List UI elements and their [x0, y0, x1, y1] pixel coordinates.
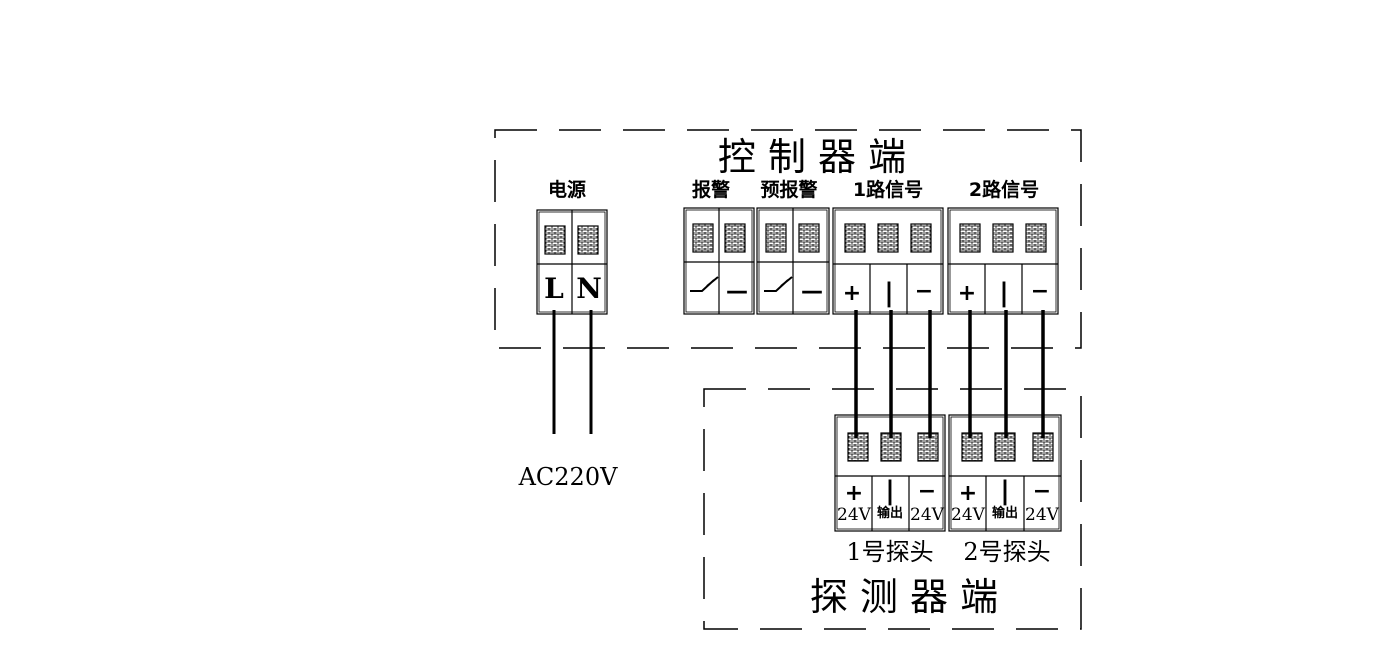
probe-2-sublabel-output: 输出 — [992, 505, 1018, 521]
alarm-label: 报警 — [692, 178, 730, 201]
signal-2-label: 2路信号 — [969, 178, 1039, 201]
screw-icon — [910, 223, 932, 253]
pre-alarm-terminal-block — [756, 207, 830, 315]
power-terminal-n: N — [576, 272, 602, 305]
pre-alarm-terminal-dash: — — [801, 279, 823, 304]
signal-2-terminal-block — [947, 207, 1059, 315]
probe-2-sublabel-24v-minus: 24V — [1025, 505, 1060, 525]
screw-icon — [692, 223, 714, 253]
power-terminal-l: L — [544, 272, 564, 305]
signal-1-terminal-block — [832, 207, 944, 315]
controller-title: 控 制 器 端 — [718, 135, 906, 179]
signal-1-terminal-plus: + — [843, 281, 861, 306]
probe-1-sublabel-output: 输出 — [877, 505, 903, 521]
signal-1-terminal-signal: | — [884, 278, 894, 308]
screw-icon — [765, 223, 787, 253]
signal-1-terminal-minus: − — [915, 279, 933, 304]
power-input-label: AC220V — [518, 463, 619, 491]
probe-2-terminal-plus: + — [959, 481, 977, 506]
signal-2-terminal-plus: + — [958, 281, 976, 306]
screw-icon — [917, 432, 939, 462]
screw-icon — [1025, 223, 1047, 253]
screw-icon — [844, 223, 866, 253]
screw-icon — [877, 223, 899, 253]
probe-2-terminal-signal: | — [1000, 476, 1010, 506]
screw-icon — [961, 432, 983, 462]
controller-boundary — [494, 129, 1082, 349]
probe-1-terminal-plus: + — [845, 481, 863, 506]
alarm-terminal-block — [683, 207, 755, 315]
switch-contact-icon — [690, 276, 719, 292]
pre-alarm-label: 预报警 — [760, 178, 817, 201]
power-label: 电源 — [548, 178, 586, 201]
probe-2-terminal-minus: − — [1033, 479, 1051, 504]
screw-icon — [724, 223, 746, 253]
signal-wires — [854, 310, 1045, 438]
probe-2-sublabel-24v-plus: 24V — [951, 505, 986, 525]
probe-1-sublabel-24v-plus: 24V — [837, 505, 872, 525]
probe-1-label: 1号探头 — [846, 538, 933, 566]
probe-1-sublabel-24v-minus: 24V — [910, 505, 945, 525]
probe-1-terminal-minus: − — [918, 479, 936, 504]
detector-boundary — [703, 388, 1082, 630]
probe-2-label: 2号探头 — [963, 538, 1050, 566]
signal-2-terminal-minus: − — [1031, 279, 1049, 304]
screw-icon — [992, 223, 1014, 253]
screw-icon — [847, 432, 869, 462]
screw-icon — [959, 223, 981, 253]
screw-icon — [798, 223, 820, 253]
signal-1-label: 1路信号 — [853, 178, 923, 201]
probe-1-terminal-block — [834, 414, 946, 532]
alarm-terminal-dash: — — [726, 279, 748, 304]
detector-title: 探 测 器 端 — [810, 575, 998, 619]
signal-2-terminal-signal: | — [999, 278, 1009, 308]
switch-contact-icon — [764, 276, 793, 292]
screw-icon — [544, 225, 566, 255]
probe-1-terminal-signal: | — [885, 476, 895, 506]
power-terminal-block — [536, 209, 608, 315]
screw-icon — [577, 225, 599, 255]
